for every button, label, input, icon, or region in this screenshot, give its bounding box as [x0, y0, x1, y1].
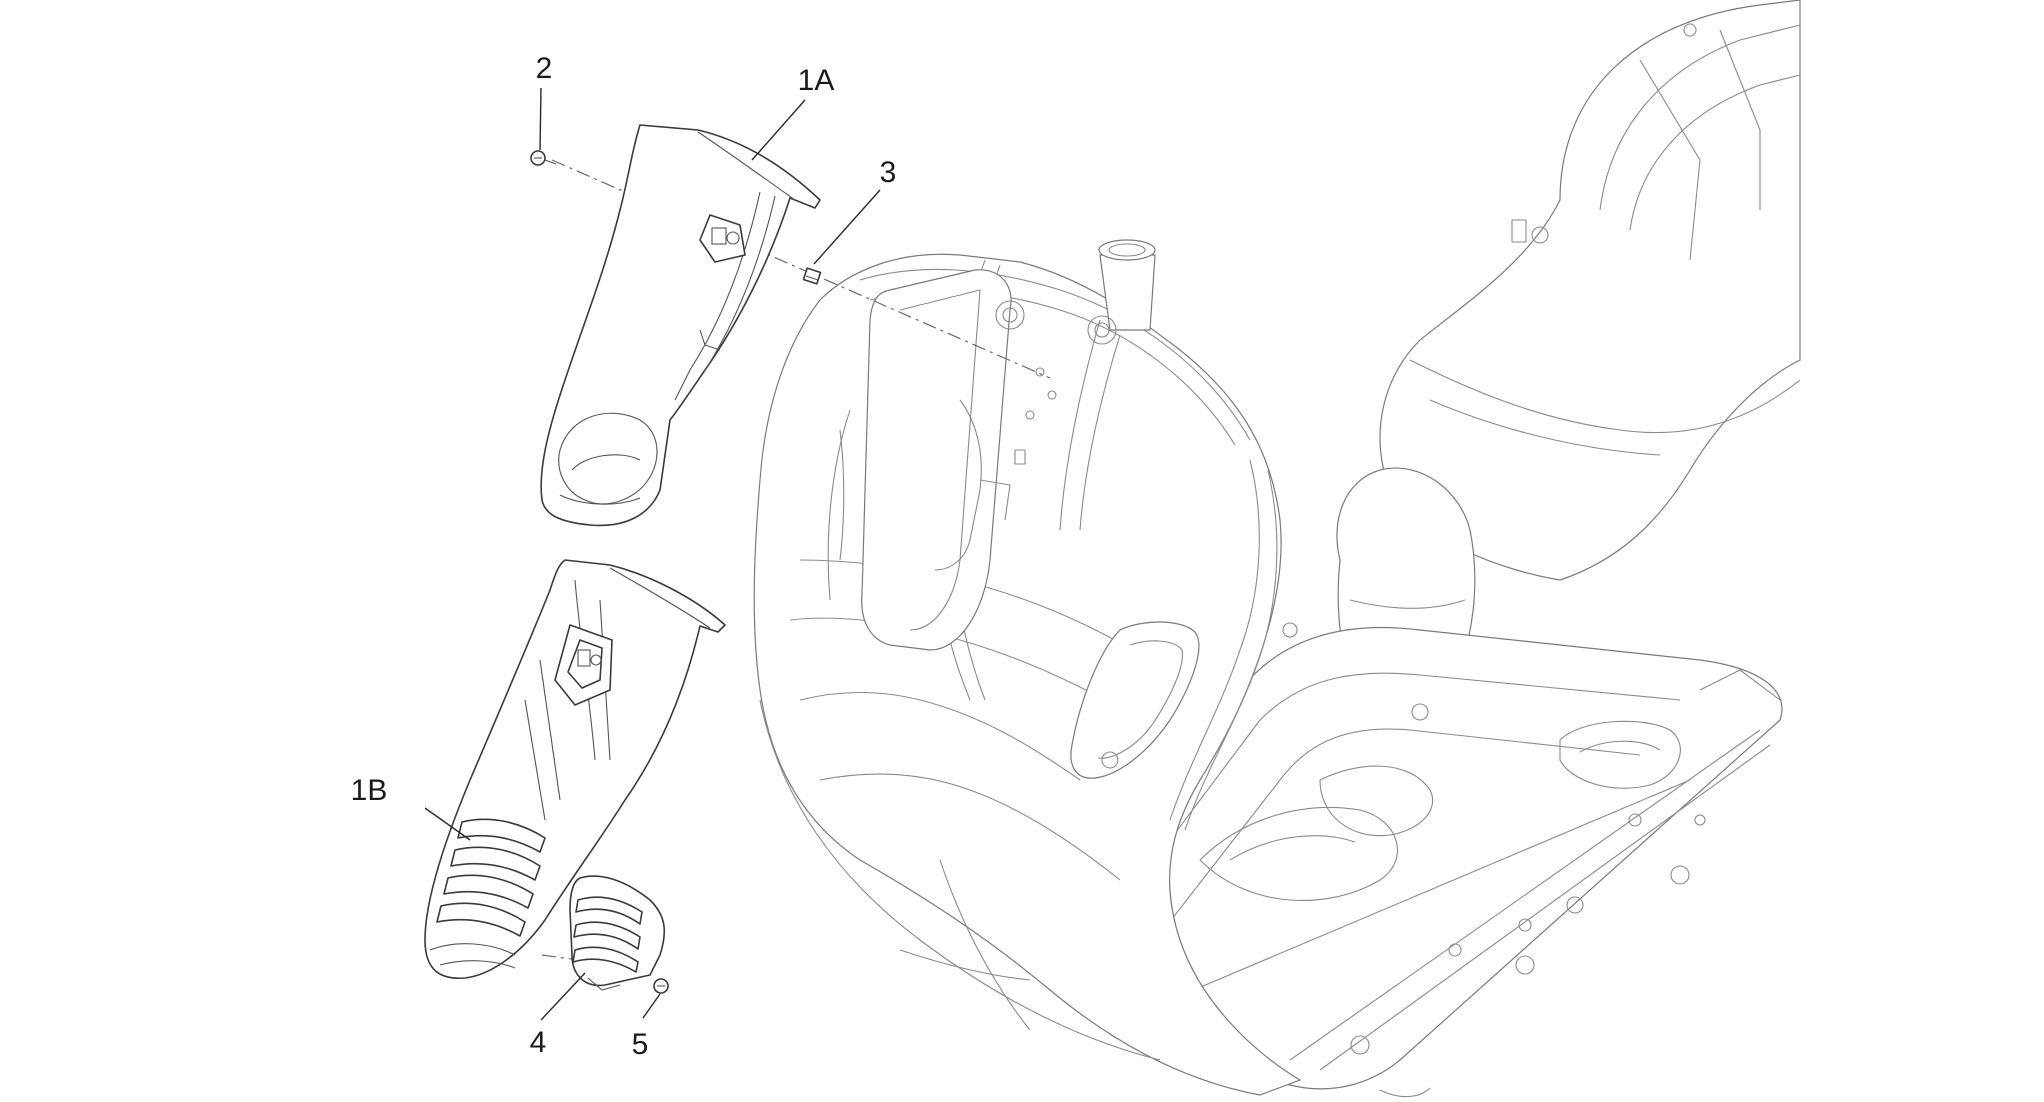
part-5-screw — [653, 978, 669, 994]
callout-5: 5 — [632, 1028, 649, 1061]
part-1a-horn-cover — [540, 124, 821, 527]
part-1b-horn-cover-grille — [424, 559, 726, 980]
scooter-frame-body — [753, 0, 1801, 1098]
part-3-clip-nut — [802, 267, 822, 285]
callout-4: 4 — [530, 1026, 547, 1059]
callout-2: 2 — [536, 52, 553, 85]
callout-leader-lines — [424, 87, 881, 1021]
callout-1b: 1B — [351, 774, 388, 807]
callout-3: 3 — [880, 156, 897, 189]
part-4-grille-insert — [569, 875, 666, 991]
callout-1a: 1A — [798, 64, 835, 97]
part-2-screw — [530, 150, 557, 166]
